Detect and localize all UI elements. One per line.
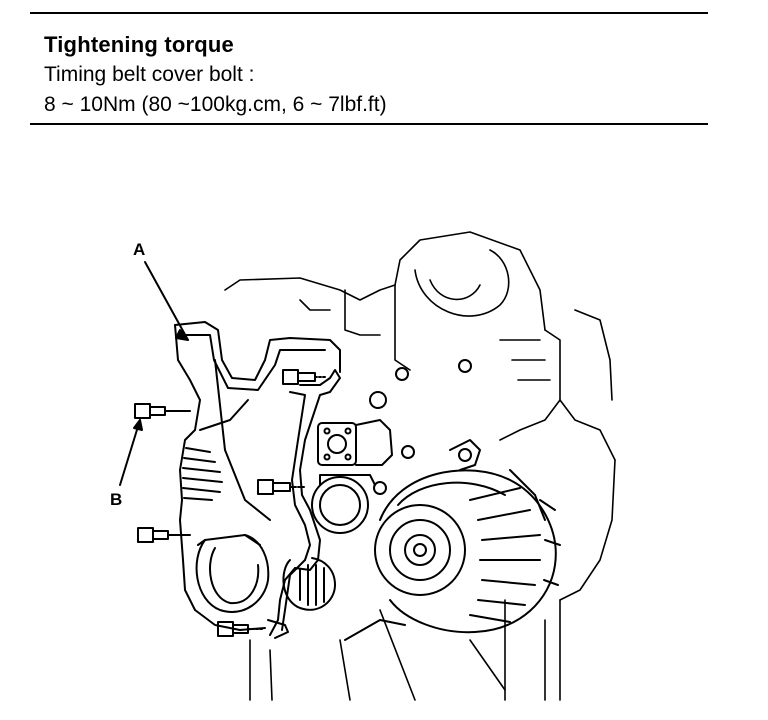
callout-label-a: A: [133, 240, 146, 259]
tensioner-pulley: [311, 391, 415, 534]
cover-bolt-left: [134, 403, 191, 419]
spec-torque-value: 8 ~ 10Nm (80 ~100kg.cm, 6 ~ 7lbf.ft): [44, 93, 387, 116]
callout-label-b: B: [110, 490, 123, 509]
crankshaft-sprocket: [282, 557, 336, 611]
wiring-bracket: [267, 369, 341, 639]
cover-bolt-middle: [257, 479, 306, 495]
leader-line-a: [144, 261, 189, 341]
spec-title: Tightening torque: [44, 32, 234, 57]
torque-spec-box: Tightening torque Timing belt cover bolt…: [30, 12, 708, 125]
cover-bolt-bottom: [217, 621, 263, 637]
engine-block-outline: [224, 231, 616, 701]
alternator: [344, 439, 561, 641]
cover-bolt-lower-left: [137, 527, 191, 543]
cover-bolt-upper: [282, 369, 326, 385]
stud-bolts: [373, 359, 472, 495]
leader-line-b: [119, 419, 143, 486]
timing-belt-cover: [174, 321, 341, 631]
spec-bolt-label: Timing belt cover bolt :: [44, 63, 255, 86]
